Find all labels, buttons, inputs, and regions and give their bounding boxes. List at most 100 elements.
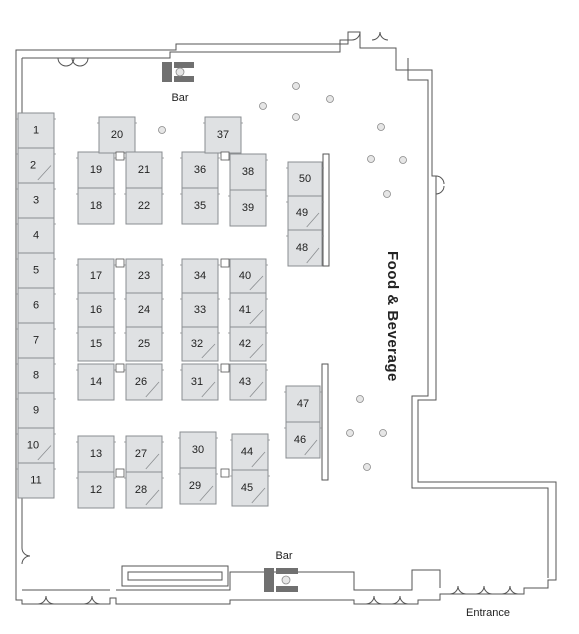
booth-47[interactable]: 47	[284, 385, 322, 423]
booth-34-number: 34	[194, 270, 206, 282]
booth-25[interactable]: 25	[124, 326, 164, 362]
booth-17[interactable]: 17	[76, 258, 116, 294]
booth-35-shape	[181, 187, 219, 225]
booth-6[interactable]: 6	[16, 287, 56, 324]
booth-2-reserved-mark	[37, 165, 52, 181]
booth-37[interactable]: 37	[203, 116, 243, 154]
bar-bottom-label: Bar	[275, 550, 292, 562]
booth-6-shape	[17, 287, 55, 324]
booth-36[interactable]: 36	[180, 151, 220, 189]
booth-27[interactable]: 27	[124, 435, 164, 473]
booth-32-reserved-mark	[201, 343, 216, 359]
booth-12-number: 12	[90, 484, 102, 496]
booth-9-number: 9	[33, 405, 39, 417]
booth-28[interactable]: 28	[124, 471, 164, 509]
booth-17-shape	[77, 258, 115, 294]
booth-18[interactable]: 18	[76, 187, 116, 225]
booth-45-shape	[231, 469, 269, 507]
booth-50[interactable]: 50	[286, 161, 324, 197]
booth-5[interactable]: 5	[16, 252, 56, 289]
booth-33[interactable]: 33	[180, 292, 220, 328]
booth-44[interactable]: 44	[230, 433, 270, 471]
booth-10[interactable]: 10	[16, 427, 56, 464]
booth-40[interactable]: 40	[228, 258, 268, 294]
booth-13-number: 13	[90, 448, 102, 460]
food-beverage-label: Food & Beverage	[384, 251, 401, 382]
booth-40-shape	[229, 258, 267, 294]
booth-45-number: 45	[241, 482, 253, 494]
booth-23-shape	[125, 258, 163, 294]
booth-27-reserved-mark	[145, 453, 160, 470]
booth-11-shape	[17, 462, 55, 499]
booth-35-number: 35	[194, 200, 206, 212]
booth-33-shape	[181, 292, 219, 328]
booth-11[interactable]: 11	[16, 462, 56, 499]
booth-21[interactable]: 21	[124, 151, 164, 189]
outer-wall	[15, 31, 557, 605]
booth-42-number: 42	[239, 338, 251, 350]
booth-21-number: 21	[138, 164, 150, 176]
booth-30[interactable]: 30	[178, 431, 218, 469]
booth-46[interactable]: 46	[284, 421, 322, 459]
booth-43[interactable]: 43	[228, 363, 268, 401]
booth-22[interactable]: 22	[124, 187, 164, 225]
booth-12-shape	[77, 471, 115, 509]
booth-41[interactable]: 41	[228, 292, 268, 328]
booth-27-shape	[125, 435, 163, 473]
bar-top-label: Bar	[171, 92, 188, 104]
booth-1[interactable]: 1	[16, 112, 56, 149]
booth-42-shape	[229, 326, 267, 362]
booth-38[interactable]: 38	[228, 153, 268, 191]
booth-42[interactable]: 42	[228, 326, 268, 362]
booth-34[interactable]: 34	[180, 258, 220, 294]
booth-26-shape	[125, 363, 163, 401]
booth-15[interactable]: 15	[76, 326, 116, 362]
booth-39[interactable]: 39	[228, 189, 268, 227]
booth-22-number: 22	[138, 200, 150, 212]
booth-29-reserved-mark	[199, 485, 214, 502]
booth-7[interactable]: 7	[16, 322, 56, 359]
booth-8-number: 8	[33, 370, 39, 382]
booth-13[interactable]: 13	[76, 435, 116, 473]
booth-47-shape	[285, 385, 321, 423]
booth-16[interactable]: 16	[76, 292, 116, 328]
booth-26[interactable]: 26	[124, 363, 164, 401]
booth-31-reserved-mark	[201, 381, 216, 398]
booth-35[interactable]: 35	[180, 187, 220, 225]
booth-48[interactable]: 48	[286, 229, 324, 267]
booth-49[interactable]: 49	[286, 195, 324, 231]
booth-28-shape	[125, 471, 163, 509]
booth-19-shape	[77, 151, 115, 189]
booth-46-shape	[285, 421, 321, 459]
booth-9[interactable]: 9	[16, 392, 56, 429]
booth-41-shape	[229, 292, 267, 328]
booth-43-number: 43	[239, 376, 251, 388]
booth-16-shape	[77, 292, 115, 328]
booth-23[interactable]: 23	[124, 258, 164, 294]
booth-33-number: 33	[194, 304, 206, 316]
inner-wall-right-lower	[411, 176, 549, 578]
booth-3[interactable]: 3	[16, 182, 56, 219]
booth-25-number: 25	[138, 338, 150, 350]
booth-39-shape	[229, 189, 267, 227]
booth-8[interactable]: 8	[16, 357, 56, 394]
booth-32[interactable]: 32	[180, 326, 220, 362]
booth-4[interactable]: 4	[16, 217, 56, 254]
booth-29[interactable]: 29	[178, 467, 218, 505]
booth-2-shape	[17, 147, 55, 184]
booth-43-shape	[229, 363, 267, 401]
booth-50-number: 50	[299, 173, 311, 185]
booth-20[interactable]: 20	[97, 116, 137, 154]
booth-24[interactable]: 24	[124, 292, 164, 328]
booth-45[interactable]: 45	[230, 469, 270, 507]
booth-2[interactable]: 2	[16, 147, 56, 184]
booth-14[interactable]: 14	[76, 363, 116, 401]
booth-20-number: 20	[111, 129, 123, 141]
booth-31[interactable]: 31	[180, 363, 220, 401]
booth-15-number: 15	[90, 338, 102, 350]
booth-19[interactable]: 19	[76, 151, 116, 189]
booth-12[interactable]: 12	[76, 471, 116, 509]
booth-22-shape	[125, 187, 163, 225]
booth-23-number: 23	[138, 270, 150, 282]
booth-31-shape	[181, 363, 219, 401]
